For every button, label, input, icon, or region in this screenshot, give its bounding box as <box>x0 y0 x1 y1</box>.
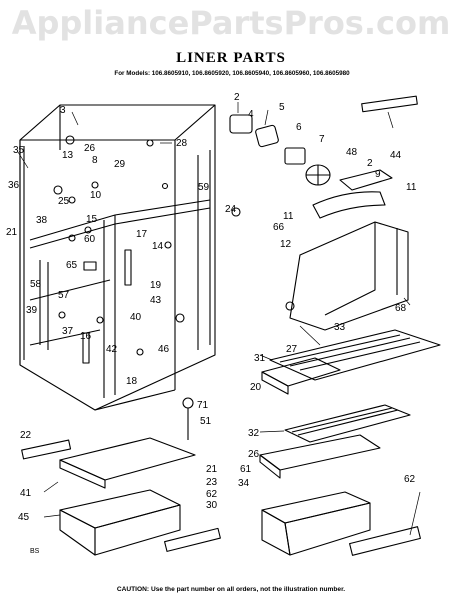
callout: 59 <box>198 182 210 193</box>
callout: 57 <box>58 290 70 301</box>
callout: 33 <box>334 322 346 333</box>
caution-note: CAUTION: Use the part number on all orde… <box>0 586 462 593</box>
callout: 30 <box>206 500 218 511</box>
callout: 11 <box>406 182 417 193</box>
callout: 37 <box>62 326 74 337</box>
callout: 62 <box>206 489 218 500</box>
caution-label: CAUTION: <box>116 586 150 593</box>
shelf-glass-upper <box>269 329 441 381</box>
callout: 24 <box>225 204 237 215</box>
callout: 17 <box>136 229 148 240</box>
callout: 11 <box>283 211 294 222</box>
callout: 3 <box>60 105 66 116</box>
callout: 20 <box>250 382 262 393</box>
callout: 2 <box>367 158 373 169</box>
callout: 5 <box>279 102 285 113</box>
callout: 18 <box>126 376 138 387</box>
callout: 32 <box>248 428 260 439</box>
wire-shelf <box>284 404 411 443</box>
model-numbers: For Models: 106.8605910, 106.8605920, 10… <box>114 70 350 77</box>
page-code: BS <box>30 548 40 555</box>
cold-control <box>182 397 194 440</box>
callout: 51 <box>200 416 212 427</box>
callout: 4 <box>248 109 254 120</box>
callout: 68 <box>395 303 407 314</box>
callout: 48 <box>346 147 358 158</box>
callout: 65 <box>66 260 78 271</box>
callout: 35 <box>13 145 25 156</box>
callout-labels: 35 3 13 26 8 29 28 2 4 5 6 7 48 2 9 11 4… <box>6 92 417 555</box>
callout: 71 <box>197 400 209 411</box>
callout: 39 <box>26 305 38 316</box>
crisper-cover-left <box>59 437 196 489</box>
callout: 40 <box>130 312 142 323</box>
callout: 2 <box>234 92 240 103</box>
callout: 15 <box>86 214 98 225</box>
callout: 23 <box>206 477 218 488</box>
callout: 14 <box>152 241 164 252</box>
callout: 16 <box>80 331 92 342</box>
callout: 22 <box>20 430 32 441</box>
callout: 36 <box>8 180 20 191</box>
callout: 28 <box>176 138 188 149</box>
diagram-title: LINER PARTS <box>176 50 286 66</box>
callout: 26 <box>248 449 260 460</box>
callout: 44 <box>390 150 402 161</box>
callout: 62 <box>404 474 416 485</box>
callout: 21 <box>6 227 18 238</box>
crisper-pan-right <box>261 491 371 556</box>
callout: 42 <box>106 344 118 355</box>
callout: 60 <box>84 234 96 245</box>
callout: 7 <box>319 134 325 145</box>
callout: 31 <box>254 353 266 364</box>
callout: 13 <box>62 150 74 161</box>
callout: 43 <box>150 295 162 306</box>
callout: 27 <box>286 344 298 355</box>
callout: 12 <box>280 239 292 250</box>
callout: 61 <box>240 464 252 475</box>
callout: 9 <box>375 169 381 180</box>
crisper-pan-left <box>59 489 181 556</box>
callout: 6 <box>296 122 302 133</box>
callout: 8 <box>92 155 98 166</box>
callout: 66 <box>273 222 285 233</box>
callout: 10 <box>90 190 102 201</box>
part-27-clip <box>285 301 295 311</box>
callout: 26 <box>84 143 96 154</box>
watermark: AppliancePartsPros.com <box>11 4 451 42</box>
callout: 19 <box>150 280 162 291</box>
callout: 25 <box>58 196 70 207</box>
fan-assembly <box>229 95 418 219</box>
leader-lines <box>17 102 421 536</box>
crisper-cover-right <box>259 434 381 479</box>
rear-cover-panel <box>289 221 409 331</box>
egg-tray <box>261 357 341 395</box>
callout: 29 <box>114 159 126 170</box>
callout: 41 <box>20 488 32 499</box>
callout: 58 <box>30 279 42 290</box>
callout: 45 <box>18 512 30 523</box>
callout: 38 <box>36 215 48 226</box>
caution-text: Use the part number on all orders, not t… <box>150 586 346 593</box>
callout: 21 <box>206 464 218 475</box>
liner-cabinet <box>19 104 216 411</box>
part-24-clip <box>231 207 241 217</box>
callout: 34 <box>238 478 250 489</box>
callout: 46 <box>158 344 170 355</box>
